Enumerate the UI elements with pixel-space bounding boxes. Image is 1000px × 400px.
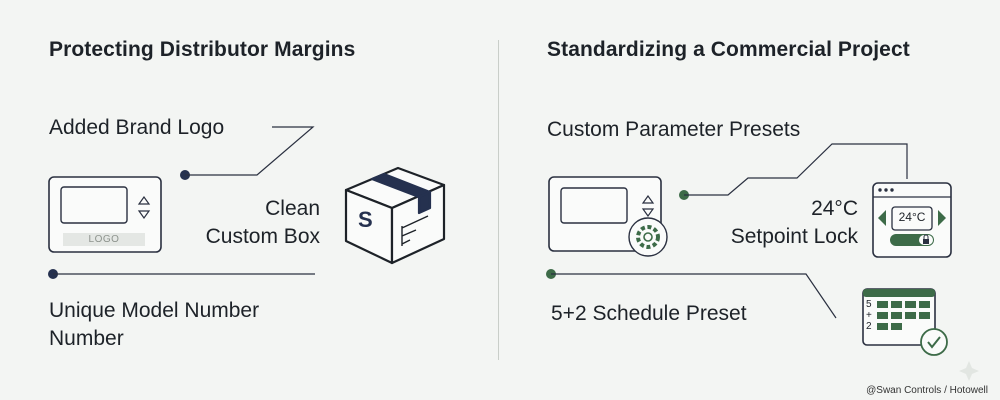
presets-label: Custom Parameter Presets [547, 118, 801, 141]
calendar-label-3: 2 [866, 321, 872, 332]
brand-logo-connector [180, 126, 315, 180]
calendar-label-2: + [866, 310, 872, 321]
model-label-line1: Unique Model Number [49, 299, 260, 322]
model-label-line2: Number [49, 327, 124, 350]
box-label-line1: Clean [265, 197, 320, 220]
setpoint-lock-icon [872, 182, 952, 258]
setpoint-label-line1: 24°C [811, 197, 858, 220]
schedule-connector [546, 269, 837, 319]
box-icon [344, 166, 446, 265]
left-heading: Protecting Distributor Margins [49, 38, 356, 61]
thermostat-logo-text: LOGO [88, 234, 120, 245]
box-label-line2: Custom Box [205, 225, 320, 248]
calendar-icon [862, 288, 948, 356]
setpoint-label-line2: Setpoint Lock [730, 225, 858, 248]
brand-logo-label: Added Brand Logo [49, 116, 225, 139]
box-logo-letter: S [358, 207, 373, 232]
panel-divider [498, 40, 499, 360]
setpoint-display: 24°C [898, 210, 926, 224]
model-number-connector [48, 269, 315, 279]
calendar-label-1: 5 [866, 299, 872, 310]
thermostat-gear-icon [548, 176, 668, 257]
thermostat-device-icon [48, 176, 162, 253]
schedule-label: 5+2 Schedule Preset [551, 302, 747, 325]
presets-connector [679, 143, 908, 200]
right-heading: Standardizing a Commercial Project [547, 38, 910, 61]
sparkle-icon [959, 361, 979, 381]
credit-text: @Swan Controls / Hotowell [866, 385, 988, 396]
